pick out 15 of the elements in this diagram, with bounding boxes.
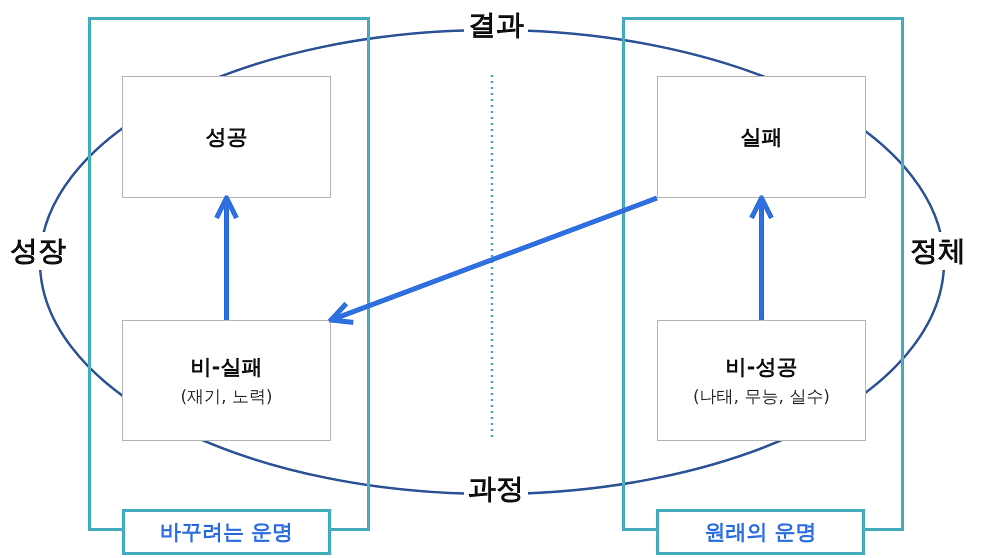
- box-title: 비-성공: [726, 354, 798, 381]
- box-title: 비-실패: [190, 354, 262, 381]
- panel-title: 바꾸려는 운명: [122, 509, 331, 555]
- box-title: 실패: [740, 124, 782, 151]
- box-note: (나태, 무능, 실수): [693, 386, 830, 408]
- concept-box: [657, 76, 866, 198]
- concept-box: [657, 320, 866, 441]
- box-note: (재기, 노력): [180, 386, 273, 408]
- concept-box: [122, 320, 331, 441]
- arrow: [749, 196, 774, 320]
- arrow: [214, 196, 239, 320]
- box-title: 성공: [206, 124, 248, 151]
- panel-title: 원래의 운명: [656, 509, 865, 555]
- concept-box: [122, 76, 331, 198]
- arrow: [328, 196, 658, 325]
